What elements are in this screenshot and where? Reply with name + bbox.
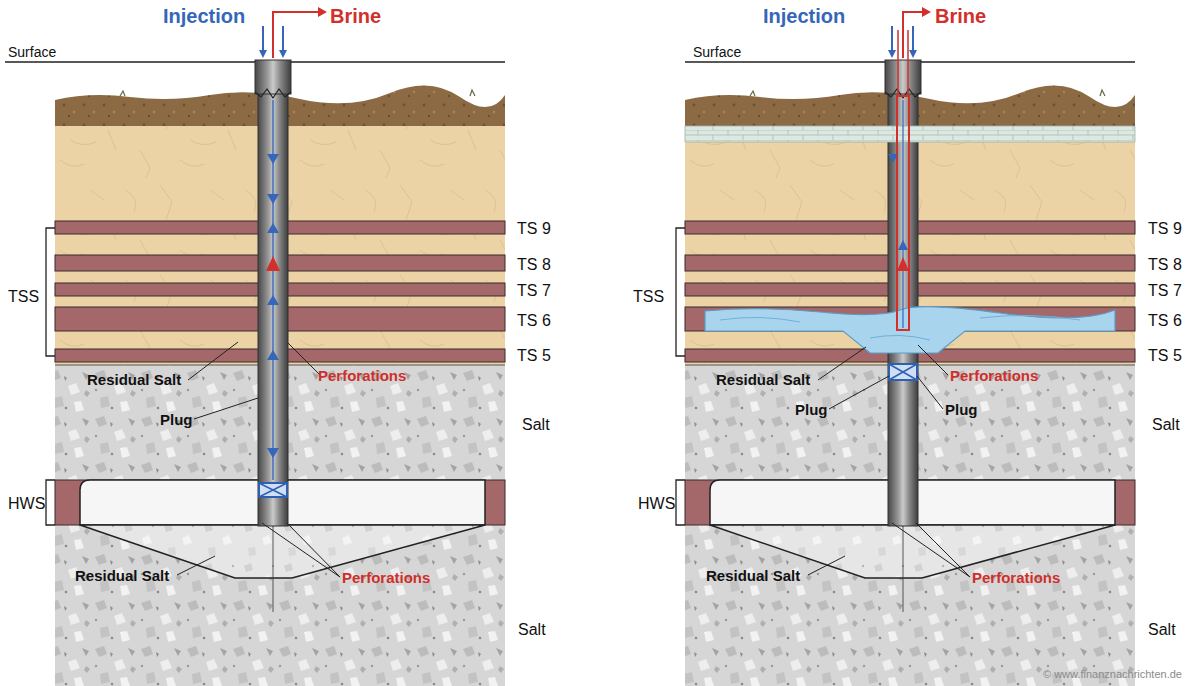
flow-arrows	[267, 194, 279, 204]
callout-label: Residual Salt	[706, 568, 800, 583]
flow-arrows	[909, 50, 917, 58]
flow-arrows	[267, 350, 279, 360]
plug-symbol	[259, 483, 287, 497]
surface-line	[685, 61, 1135, 63]
zone-label: TSS	[8, 289, 39, 305]
flow-arrows	[282, 26, 284, 52]
flow-arrows	[907, 30, 909, 96]
flow-arrows	[912, 26, 914, 52]
callout-label: Plug	[795, 402, 828, 417]
callout-label: Perforations	[972, 570, 1060, 585]
zone-label: HWS	[8, 496, 45, 512]
rock-label: Salt	[518, 622, 546, 638]
callout-label: Residual Salt	[716, 372, 810, 387]
flow-arrows	[903, 12, 922, 58]
stratum-label: TS 6	[517, 313, 551, 329]
left-panel	[5, 7, 505, 686]
rock-label: Salt	[522, 417, 550, 433]
flow-arrows	[267, 295, 279, 305]
plug-symbol	[889, 364, 917, 380]
flow-label: Brine	[330, 6, 381, 26]
plug-symbol	[259, 483, 287, 497]
right-panel	[676, 7, 1135, 686]
plug-symbol	[889, 364, 917, 380]
plug-symbol	[259, 483, 287, 497]
leader-line	[808, 345, 970, 577]
flow-arrows	[888, 50, 896, 58]
flow-arrows	[259, 50, 267, 58]
flow-arrows	[279, 50, 287, 58]
flow-arrows	[262, 26, 264, 52]
flow-arrows	[267, 154, 279, 164]
zone-label: TSS	[633, 289, 664, 305]
callout-label: Plug	[945, 402, 978, 417]
brine-tubing	[897, 96, 909, 330]
flow-arrows	[318, 7, 327, 17]
flow-arrows	[888, 154, 898, 163]
rock-label: Salt	[1148, 622, 1176, 638]
flow-arrows	[888, 7, 931, 328]
flow-label: Injection	[163, 6, 245, 26]
surface-label: Surface	[693, 45, 741, 59]
watermark: © www.finanznachrichten.de	[1043, 669, 1182, 680]
flow-arrows	[898, 240, 908, 250]
strata-section	[685, 60, 1135, 686]
callout-label: Perforations	[342, 570, 430, 585]
callout-label: Plug	[160, 412, 193, 427]
flow-arrows	[922, 7, 931, 17]
flow-label: Brine	[935, 6, 986, 26]
strata-section	[55, 60, 505, 686]
stratum-label: TS 8	[517, 257, 551, 273]
flow-arrows	[273, 12, 318, 58]
stratum-label: TS 6	[1148, 313, 1182, 329]
rock-label: Salt	[1152, 417, 1180, 433]
solution-cavern	[720, 315, 1080, 340]
flow-arrows	[266, 256, 280, 271]
flow-arrows	[897, 30, 899, 96]
surface-label: Surface	[8, 45, 56, 59]
callout-label: Residual Salt	[87, 372, 181, 387]
flow-arrows	[267, 223, 279, 233]
bracket	[676, 228, 685, 525]
stratum-label: TS 5	[517, 348, 551, 364]
flow-arrows	[267, 448, 279, 458]
flow-arrows	[259, 7, 327, 480]
flow-arrows	[897, 257, 909, 271]
stratum-label: TS 5	[1148, 348, 1182, 364]
callout-label: Perforations	[318, 368, 406, 383]
flow-arrows	[902, 100, 903, 328]
stratum-label: TS 7	[517, 283, 551, 299]
zone-label: HWS	[638, 496, 675, 512]
flow-arrows	[891, 26, 893, 52]
flow-label: Injection	[763, 6, 845, 26]
plug-symbol	[889, 364, 917, 380]
stratum-label: TS 9	[1148, 221, 1182, 237]
stratum-label: TS 7	[1148, 283, 1182, 299]
stratum-label: TS 8	[1148, 257, 1182, 273]
bracket	[46, 228, 55, 525]
callout-label: Perforations	[950, 368, 1038, 383]
stratum-label: TS 9	[517, 221, 551, 237]
callout-label: Residual Salt	[75, 568, 169, 583]
leader-line	[177, 342, 340, 577]
surface-line	[5, 61, 505, 63]
